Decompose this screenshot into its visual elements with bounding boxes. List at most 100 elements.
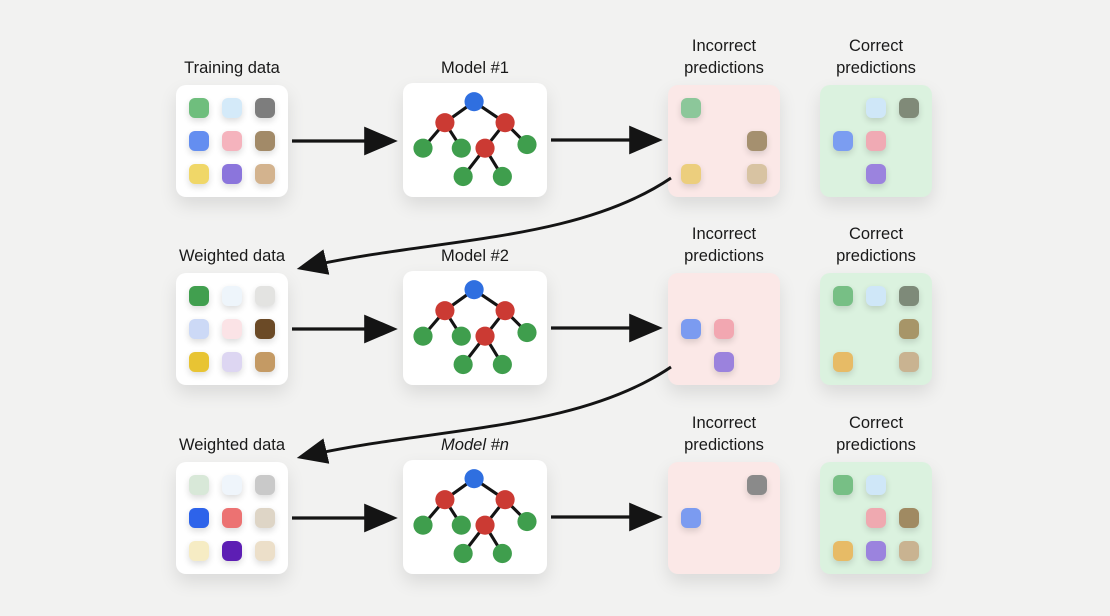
empty-cell [747,352,767,372]
data-sample-cell [189,508,209,528]
data-sample-cell [833,541,853,561]
tree-node-leaf [492,543,512,564]
correct-predictions-card-2 [820,273,932,385]
correct-predictions-label-3: Correct predictions [836,414,916,454]
tree-node-internal [435,113,455,133]
tree-node-internal [435,301,455,321]
data-sample-cell [255,541,275,561]
data-sample-cell [833,131,853,151]
correct-predictions-card-1 [820,85,932,197]
correct-predictions-label-1: Correct predictions [836,37,916,77]
empty-cell [833,319,853,339]
tree-node-leaf [453,166,473,187]
data-sample-cell [899,319,919,339]
data-sample-cell [255,475,275,495]
empty-cell [681,541,701,561]
tree-node-internal [495,301,515,321]
data-sample-cell [833,352,853,372]
data-sample-cell [899,286,919,306]
empty-cell [714,475,734,495]
data-sample-cell [255,319,275,339]
empty-cell [714,131,734,151]
training-data-card [176,85,288,197]
tree-node-leaf [413,515,433,535]
data-sample-cell [222,319,242,339]
data-sample-cell [681,508,701,528]
empty-cell [714,508,734,528]
data-sample-cell [866,131,886,151]
tree-node-leaf [492,166,512,187]
weighted-data-label-3: Weighted data [178,436,286,454]
empty-cell [681,475,701,495]
weighted-data-card-2 [176,273,288,385]
data-sample-cell [222,164,242,184]
weighted-data-card-3 [176,462,288,574]
data-sample-cell [747,164,767,184]
empty-cell [681,286,701,306]
data-sample-cell [222,286,242,306]
tree-node-leaf [517,511,537,532]
data-sample-cell [866,164,886,184]
empty-cell [714,98,734,118]
tree-node-leaf [453,354,473,375]
empty-cell [681,131,701,151]
data-sample-cell [747,131,767,151]
incorrect-predictions-label-3: Incorrect predictions [684,414,764,454]
empty-cell [747,319,767,339]
data-sample-cell [747,475,767,495]
data-sample-cell [866,98,886,118]
empty-cell [899,164,919,184]
correct-predictions-label-2: Correct predictions [836,225,916,265]
incorrect-predictions-card-1 [668,85,780,197]
empty-cell [747,508,767,528]
decision-tree-icon [413,280,537,375]
empty-cell [899,475,919,495]
tree-node-leaf [517,322,537,343]
data-sample-cell [222,508,242,528]
empty-cell [833,98,853,118]
tree-node-leaf [451,515,471,535]
data-sample-cell [189,319,209,339]
incorrect-predictions-label-2: Incorrect predictions [684,225,764,265]
empty-cell [899,131,919,151]
data-sample-cell [255,131,275,151]
data-sample-cell [255,286,275,306]
data-sample-cell [255,164,275,184]
tree-node-leaf [413,138,433,158]
data-sample-cell [681,164,701,184]
incorrect-predictions-card-3 [668,462,780,574]
empty-cell [714,541,734,561]
model-n-label: Model #n [441,436,509,454]
empty-cell [747,286,767,306]
data-sample-cell [222,131,242,151]
data-sample-cell [255,98,275,118]
decision-tree-icon [413,92,537,187]
empty-cell [714,286,734,306]
data-sample-cell [714,319,734,339]
model-1-label: Model #1 [441,59,509,77]
data-sample-cell [255,352,275,372]
empty-cell [833,508,853,528]
data-sample-cell [189,541,209,561]
decision-tree-icon [413,469,537,564]
data-sample-cell [833,286,853,306]
data-sample-cell [222,475,242,495]
correct-predictions-card-3 [820,462,932,574]
tree-node-leaf [517,134,537,155]
data-sample-cell [189,352,209,372]
data-sample-cell [189,475,209,495]
data-sample-cell [833,475,853,495]
data-sample-cell [189,164,209,184]
data-sample-cell [899,98,919,118]
tree-node-leaf [492,354,512,375]
data-sample-cell [222,541,242,561]
data-sample-cell [866,541,886,561]
data-sample-cell [714,352,734,372]
data-sample-cell [681,319,701,339]
model-2-card [403,271,547,385]
tree-node-internal [475,138,495,158]
data-sample-cell [255,508,275,528]
tree-node-leaf [413,326,433,346]
